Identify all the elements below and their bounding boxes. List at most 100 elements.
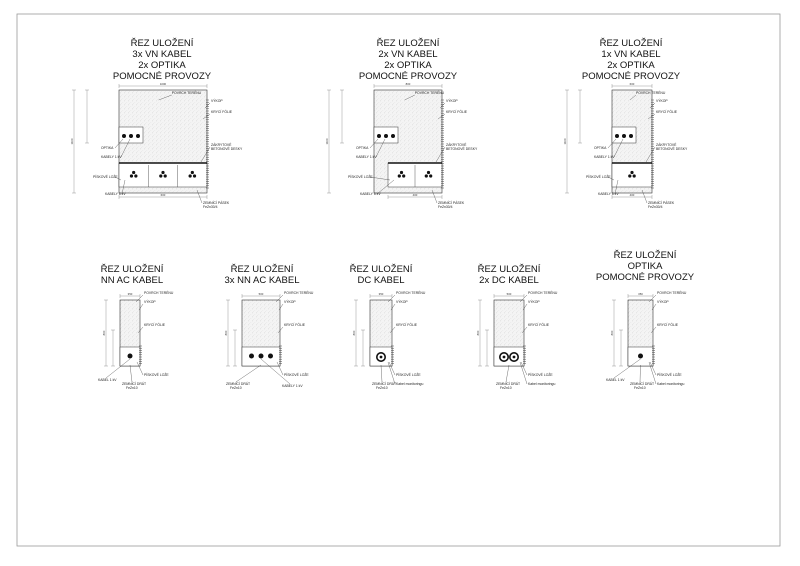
surface-label: POVRCH TERÉNU [284, 290, 314, 295]
lv-cable-label: KABELY 1 kV [356, 155, 377, 159]
leader-line [114, 176, 122, 181]
leader-line [439, 102, 446, 109]
earth-wire-spec: FeZn10 [634, 386, 646, 390]
earth-wire-spec: FeZn10 [500, 386, 512, 390]
leader-line [200, 146, 211, 163]
lv-cable-mark [629, 134, 633, 138]
hv-cable-core [426, 170, 431, 175]
lv-cable-label: KABELY 1 kV [101, 155, 122, 159]
leader-line [607, 176, 615, 181]
leader-line [435, 146, 446, 163]
leader-line [651, 303, 657, 311]
earth-wire-label: ZEMNÍCÍ DRÁT [496, 382, 520, 386]
dimension-value: 400 [413, 193, 418, 197]
excavation-label: VÝKOP [656, 99, 668, 103]
hv-cable-core [399, 170, 404, 175]
surface-label: POVRCH TERÉNU [657, 290, 687, 295]
cable-label: KABELY 1 kV [282, 384, 303, 388]
earth-wire-spec: FeZn10 [376, 386, 388, 390]
leader-line [404, 94, 415, 101]
slab-label-line: ZÁKRYTOVÉ [656, 142, 677, 147]
monitor-cable-label: Kabel monitoringu [396, 382, 423, 386]
leader-line [505, 364, 510, 383]
dimension-value: 1100 [70, 138, 74, 144]
section-title-line: ŘEZ ULOŽENÍ [131, 38, 194, 49]
leader-line [613, 358, 641, 379]
slab-label-line: ZÁKRYTOVÉ [211, 142, 232, 147]
sand-label: PÍSKOVÉ LOŽE [348, 174, 373, 179]
section-title-line: OPTIKA [628, 261, 664, 272]
dimension-value: 400 [630, 193, 635, 197]
surface-label: POVRCH TERÉNU [415, 90, 445, 95]
cable-mark [249, 353, 254, 359]
dimension-value: 800 [102, 330, 106, 335]
dc-cable-core [379, 355, 383, 359]
dimension-value: 600 [630, 82, 635, 86]
lv-cable-mark [122, 134, 126, 138]
slab-label-line: BETONOVÉ DESKY [656, 146, 688, 151]
section-title-line: 1x VN KABEL [601, 49, 660, 60]
monitor-cable-label: Kabel monitoringu [528, 382, 555, 386]
section-title-line: POMOCNÉ PROVOZY [596, 272, 695, 283]
cable-mark [127, 353, 133, 359]
leader-line [639, 364, 641, 383]
hv-cable-core [190, 170, 194, 175]
slab-label-line: BETONOVÉ DESKY [446, 146, 478, 151]
leader-line [277, 326, 284, 334]
surface-label: POVRCH TERÉNU [172, 90, 202, 95]
dc-cable-core [502, 355, 506, 359]
earth-tape-label: ZEMNÍCÍ PÁSEK [203, 201, 230, 205]
foil-label: KRYCÍ FÓLIE [528, 322, 550, 327]
section-title-line: ŘEZ ULOŽENÍ [614, 250, 677, 261]
surface-label: POVRCH TERÉNU [636, 90, 666, 95]
leader-line [129, 364, 133, 383]
leader-line [275, 294, 284, 303]
section-title-line: 3x NN AC KABEL [225, 275, 300, 286]
dimension-value: 500 [507, 292, 512, 296]
lv-cable-mark [384, 134, 388, 138]
leader-line [519, 294, 528, 303]
earth-wire-spec: FeZn10 [230, 386, 242, 390]
hv-cable-core [402, 174, 406, 178]
section-title-line: DC KABEL [358, 275, 405, 286]
section-title-line: 2x OPTIKA [384, 60, 432, 71]
leader-line [204, 102, 211, 109]
dimension-value: 350 [379, 292, 384, 296]
excavation-label: VÝKOP [284, 300, 296, 304]
hv-cable-core [129, 174, 134, 178]
surface-label: POVRCH TERÉNU [528, 290, 558, 295]
leader-line [648, 294, 657, 303]
leader-line [648, 361, 657, 385]
excavation-label: VÝKOP [144, 300, 156, 304]
leader-line [196, 189, 203, 204]
lv-cable-mark [622, 134, 626, 138]
leader-line [649, 102, 656, 109]
surface-label: POVRCH TERÉNU [144, 290, 174, 295]
foil-label: KRYCÍ FÓLIE [144, 322, 166, 327]
leader-line [158, 94, 172, 101]
section-title-line: ŘEZ ULOŽENÍ [377, 38, 440, 49]
leader-line [387, 294, 396, 303]
dimension-value: 800 [476, 330, 480, 335]
foil-label: KRYCÍ FÓLIE [446, 109, 468, 114]
dimension-value: 600 [161, 193, 166, 197]
section-title-line: POMOCNÉ PROVOZY [582, 71, 681, 82]
earth-wire-label: ZEMNÍCÍ DRÁT [372, 382, 396, 386]
sand-label: PÍSKOVÉ LOŽE [657, 372, 682, 377]
hv-cable-label: KABELY 6 kV [598, 192, 619, 196]
leader-line [522, 303, 528, 311]
dimension-value: 350 [638, 292, 643, 296]
foil-label: KRYCÍ FÓLIE [657, 322, 679, 327]
sand-label: PÍSKOVÉ LOŽE [93, 174, 118, 179]
lv-cable-mark [129, 134, 133, 138]
lv-cable-mark [391, 134, 395, 138]
leader-line [388, 361, 396, 376]
cable-mark [268, 353, 273, 359]
excavation-label: VÝKOP [446, 99, 458, 103]
slab-label-line: ZÁKRYTOVÉ [446, 142, 467, 147]
leader-line [641, 189, 648, 204]
